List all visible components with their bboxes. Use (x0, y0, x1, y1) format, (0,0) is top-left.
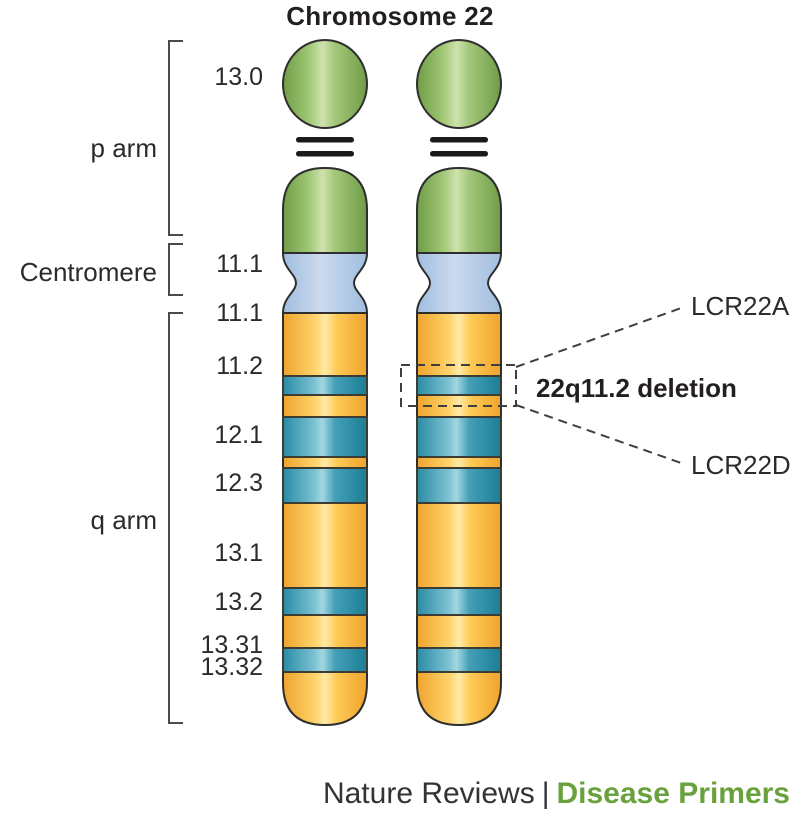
centromere-shape (415, 252, 503, 314)
leader-line-lcr22d (515, 404, 685, 465)
p-arm-shape (282, 166, 368, 254)
stalk-line (430, 137, 488, 143)
q-arm-bracket (168, 312, 183, 724)
satellite-shape (416, 39, 502, 129)
centromere-shape (281, 252, 369, 314)
centromere-bracket (168, 243, 183, 296)
band-label-13-31: 13.31 (200, 631, 263, 659)
q-band-teal (416, 467, 502, 504)
footer-series-name: Disease Primers (556, 777, 791, 810)
q-band-teal (416, 416, 502, 458)
band-label-11-1-q: 11.1 (216, 299, 263, 327)
footer-journal-name: Nature Reviews (322, 777, 535, 810)
band-label-11-2: 11.2 (216, 352, 263, 380)
q-band-teal (282, 647, 368, 673)
p-arm-bracket (168, 40, 183, 236)
band-label-13-32: 13.32 (200, 653, 263, 681)
stalk-line (430, 151, 488, 157)
centromere-label: Centromere (19, 257, 157, 287)
lcr22a-label: LCR22A (691, 291, 790, 321)
footer-credit: Nature Reviews|Disease Primers (190, 776, 790, 812)
q-band-teal (282, 587, 368, 616)
chromosome-left (281, 39, 369, 727)
q-band-teal (282, 375, 368, 396)
p-arm-shape (416, 166, 502, 254)
lcr22d-label: LCR22D (691, 450, 791, 480)
band-label-13-2: 13.2 (214, 588, 263, 616)
stalk-line (296, 137, 354, 143)
p-arm-label: p arm (90, 133, 157, 163)
q-arm-label: q arm (90, 505, 157, 535)
chromosome-right (415, 39, 503, 727)
q-band-teal (282, 416, 368, 458)
figure-title: Chromosome 22 (286, 1, 494, 31)
q-band-teal (416, 647, 502, 673)
satellite-shape (282, 39, 368, 129)
band-label-11-1-p: 11.1 (216, 250, 263, 278)
q-band-teal (416, 375, 502, 396)
band-label-13-1: 13.1 (214, 539, 263, 567)
footer-separator: | (541, 777, 550, 810)
band-label-12-3: 12.3 (214, 469, 263, 497)
band-label-13-0: 13.0 (214, 63, 263, 91)
q-band-teal (416, 587, 502, 616)
q-band-teal (282, 467, 368, 504)
band-label-12-1: 12.1 (214, 421, 263, 449)
deletion-label: 22q11.2 deletion (536, 373, 737, 403)
leader-line-lcr22a (515, 306, 685, 368)
stalk-line (296, 151, 354, 157)
